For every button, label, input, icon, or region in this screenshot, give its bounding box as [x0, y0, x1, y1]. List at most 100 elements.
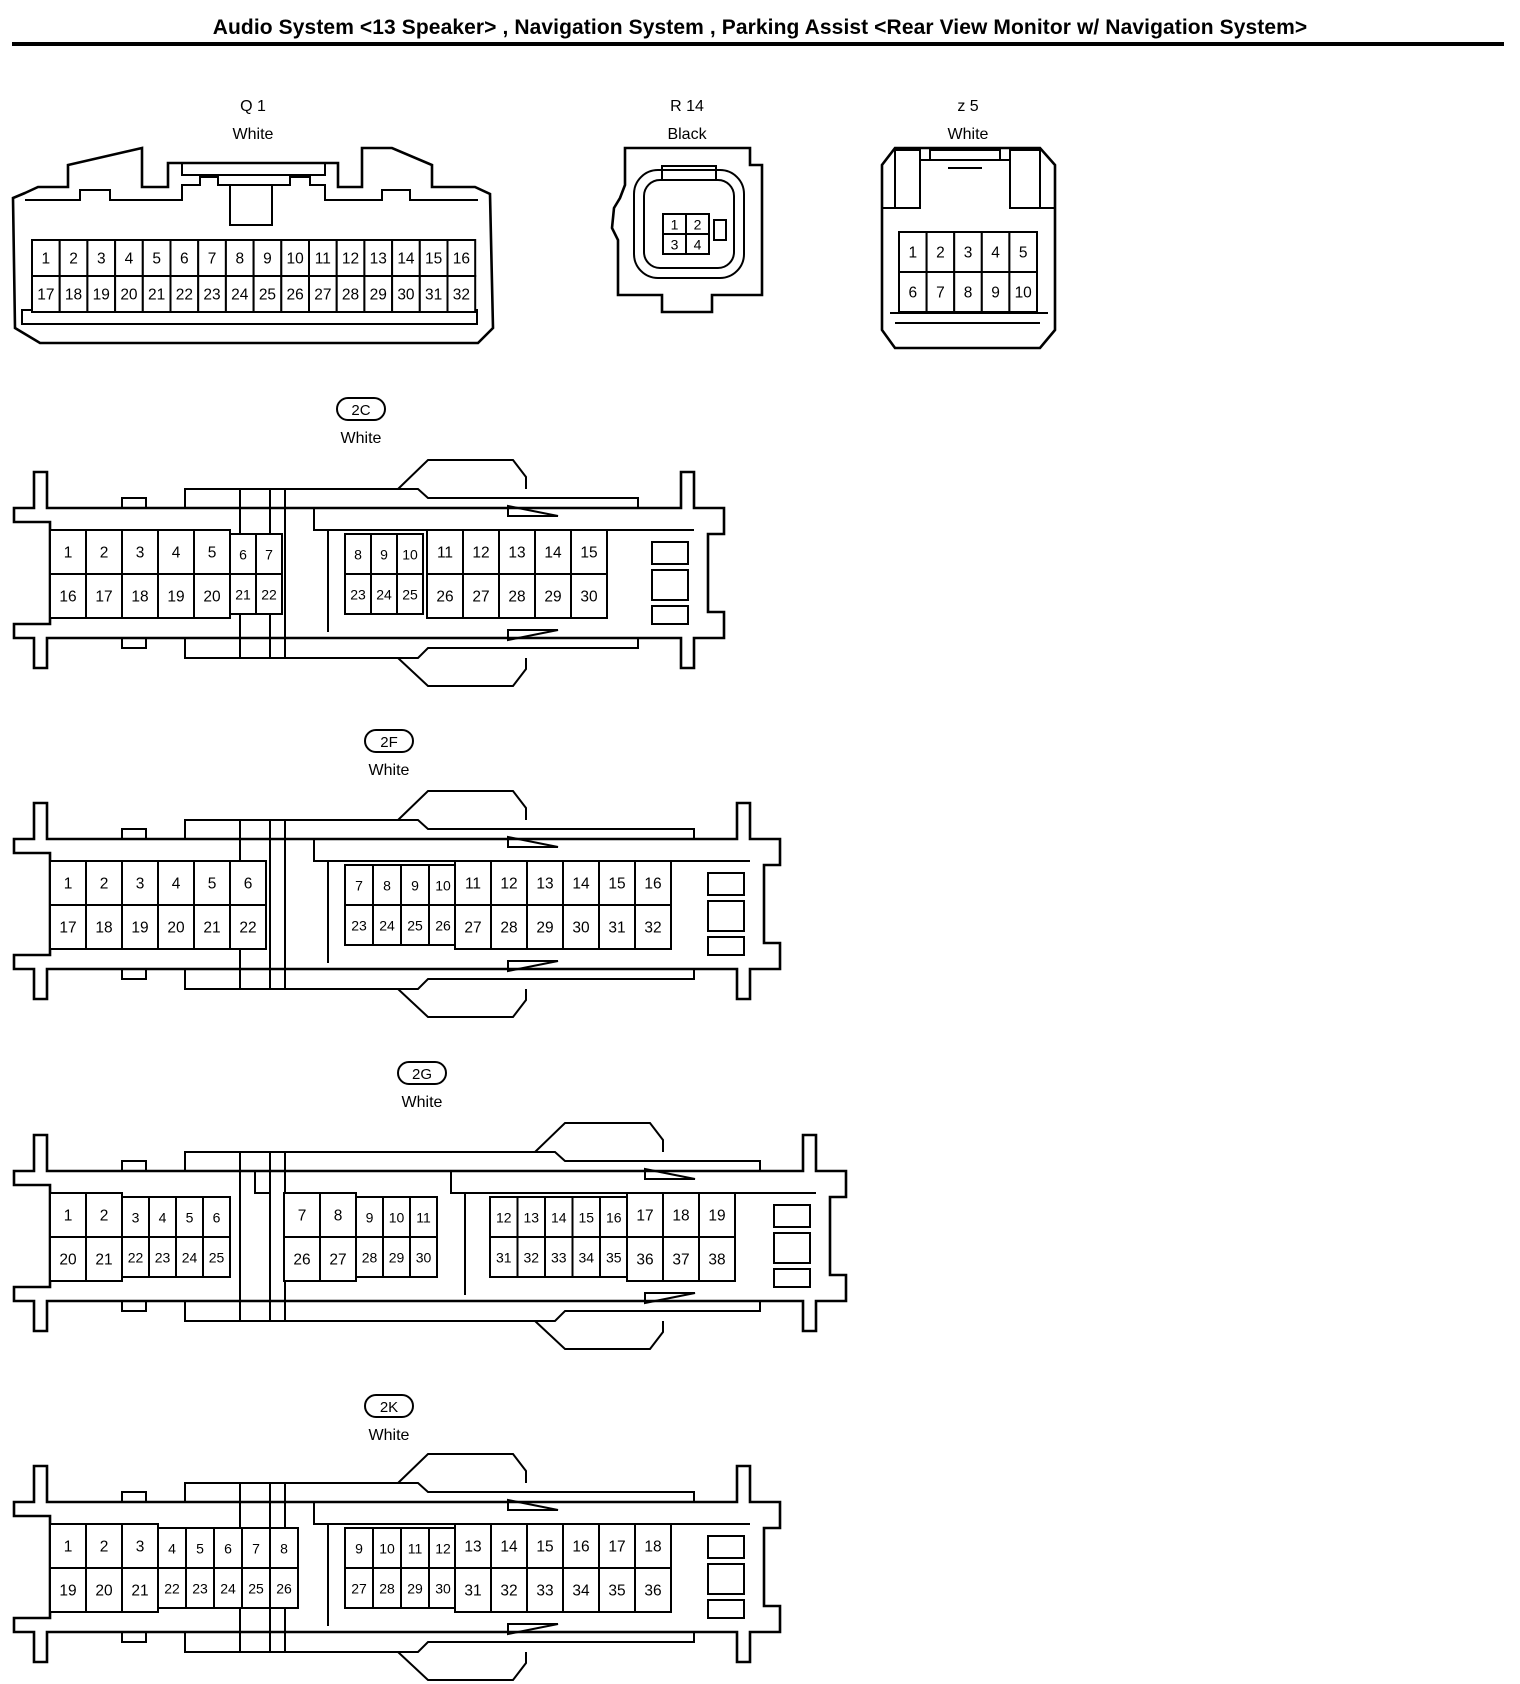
z5-pin-number: 2	[936, 245, 945, 262]
z5-pin-cell	[980, 231, 1011, 273]
2f-pin-number: 1	[64, 876, 73, 893]
2k-pin-7: 7	[241, 1527, 271, 1569]
2f-pin-number: 6	[244, 876, 253, 893]
q1-pin-cell	[308, 275, 338, 313]
q1-latch	[229, 184, 273, 226]
2c-pin-number: 18	[131, 589, 148, 606]
2g-pin-cell	[175, 1236, 204, 1278]
connector-2k: 2K White 1192203214225236247258269271028…	[12, 1394, 782, 1681]
2f-keyway	[707, 900, 745, 932]
q1-pin-number: 8	[235, 251, 244, 268]
2g-pin-number: 16	[606, 1210, 622, 1226]
2k-pin-number: 6	[224, 1541, 232, 1557]
2c-pin-number: 4	[172, 545, 181, 562]
2c-pin-cell	[396, 573, 424, 615]
2k-pin-30: 30	[428, 1567, 458, 1609]
2f-pin-6: 6	[229, 860, 267, 906]
2g-pin-number: 32	[523, 1250, 539, 1266]
2f-pin-16: 16	[634, 860, 672, 906]
title-rule	[12, 42, 1504, 46]
2k-code-badge	[364, 1394, 414, 1418]
2g-pin-number: 13	[523, 1210, 539, 1226]
q1-pin-number: 12	[342, 251, 359, 268]
z5-code: z 5	[957, 98, 978, 115]
2g-pin-number: 17	[636, 1208, 653, 1225]
2c-pin-number: 24	[376, 587, 392, 603]
r14-pin-3: 3	[662, 233, 687, 255]
z5-pin-number: 8	[964, 285, 973, 302]
2k-bottom-hood	[397, 1651, 527, 1681]
2f-pin-cell	[562, 860, 600, 906]
2g-pin-number: 24	[182, 1250, 198, 1266]
2k-pin-20: 20	[85, 1567, 123, 1613]
2g-pin-number: 20	[59, 1252, 77, 1269]
2f-pin-number: 22	[239, 920, 256, 937]
2c-pin-30: 30	[570, 573, 608, 619]
2k-keyway	[707, 1563, 745, 1595]
2c-pin-number: 28	[508, 589, 525, 606]
q1-pin-number: 27	[314, 287, 331, 304]
2c-top-rail	[184, 488, 639, 508]
2c-pin-number: 22	[261, 587, 277, 603]
2f-pin-number: 16	[644, 876, 661, 893]
2k-pin-number: 16	[572, 1539, 589, 1556]
q1-pin-number: 15	[425, 251, 442, 268]
z5-pin-2: 2	[925, 231, 956, 273]
q1-pin-17: 17	[31, 275, 61, 313]
2c-pin-number: 17	[95, 589, 112, 606]
2g-pin-number: 30	[416, 1250, 432, 1266]
q1-pin-number: 22	[176, 287, 193, 304]
2f-pin-24: 24	[372, 904, 402, 946]
2c-pin-cell	[534, 573, 572, 619]
2k-code: 2K	[380, 1399, 398, 1416]
2f-pin-number: 18	[95, 920, 112, 937]
2g-pin-cell	[662, 1236, 700, 1282]
2k-pin-number: 31	[464, 1583, 481, 1600]
q1-pin-cell	[224, 239, 255, 277]
2c-pin-number: 5	[208, 545, 217, 562]
2f-pin-15: 15	[598, 860, 636, 906]
2f-code: 2F	[380, 734, 398, 751]
2c-pin-20: 20	[193, 573, 231, 619]
q1-pin-number: 25	[259, 287, 276, 304]
2g-pin-number: 19	[708, 1208, 725, 1225]
q1-pin-number: 28	[342, 287, 359, 304]
2g-pin-number: 8	[334, 1208, 343, 1225]
z5-pin-cell	[925, 271, 956, 313]
2g-pin-30: 30	[409, 1236, 438, 1278]
2k-pin-number: 15	[536, 1539, 553, 1556]
z5-bottom-rail	[890, 312, 1048, 324]
2c-pin-cell	[370, 573, 398, 615]
2f-pin-number: 14	[572, 876, 590, 893]
2c-code-badge	[336, 397, 386, 421]
2f-pin-number: 19	[131, 920, 148, 937]
2k-pin-number: 21	[131, 1583, 148, 1600]
2g-pin-number: 11	[416, 1210, 431, 1226]
2f-pin-number: 17	[59, 920, 76, 937]
2k-pin-number: 2	[100, 1539, 109, 1556]
r14-pin-number: 1	[671, 217, 679, 233]
q1-pin-31: 31	[418, 275, 449, 313]
2g-pin-11: 11	[409, 1196, 438, 1238]
2k-pin-cell	[85, 1567, 123, 1613]
2g-pin-number: 12	[496, 1210, 512, 1226]
2k-pin-11: 11	[400, 1527, 430, 1569]
2k-pin-number: 30	[435, 1581, 451, 1597]
q1-pin-32: 32	[446, 275, 477, 313]
2f-pin-cell	[229, 860, 267, 906]
2g-pin-number: 7	[298, 1208, 307, 1225]
2g-pin-number: 36	[636, 1252, 653, 1269]
2g-pin-14: 14	[544, 1196, 574, 1238]
2g-pin-cell	[698, 1236, 736, 1282]
q1-pin-number: 32	[453, 287, 470, 304]
2k-pin-number: 4	[168, 1541, 176, 1557]
2c-pin-21: 21	[229, 573, 257, 615]
2c-pin-10: 10	[396, 533, 424, 575]
q1-pin-24: 24	[224, 275, 255, 313]
2g-pin-number: 15	[578, 1210, 594, 1226]
q1-pin-3: 3	[86, 239, 117, 277]
q1-pin-15: 15	[418, 239, 449, 277]
q1-pin-14: 14	[391, 239, 421, 277]
2g-pin-number: 31	[496, 1250, 512, 1266]
